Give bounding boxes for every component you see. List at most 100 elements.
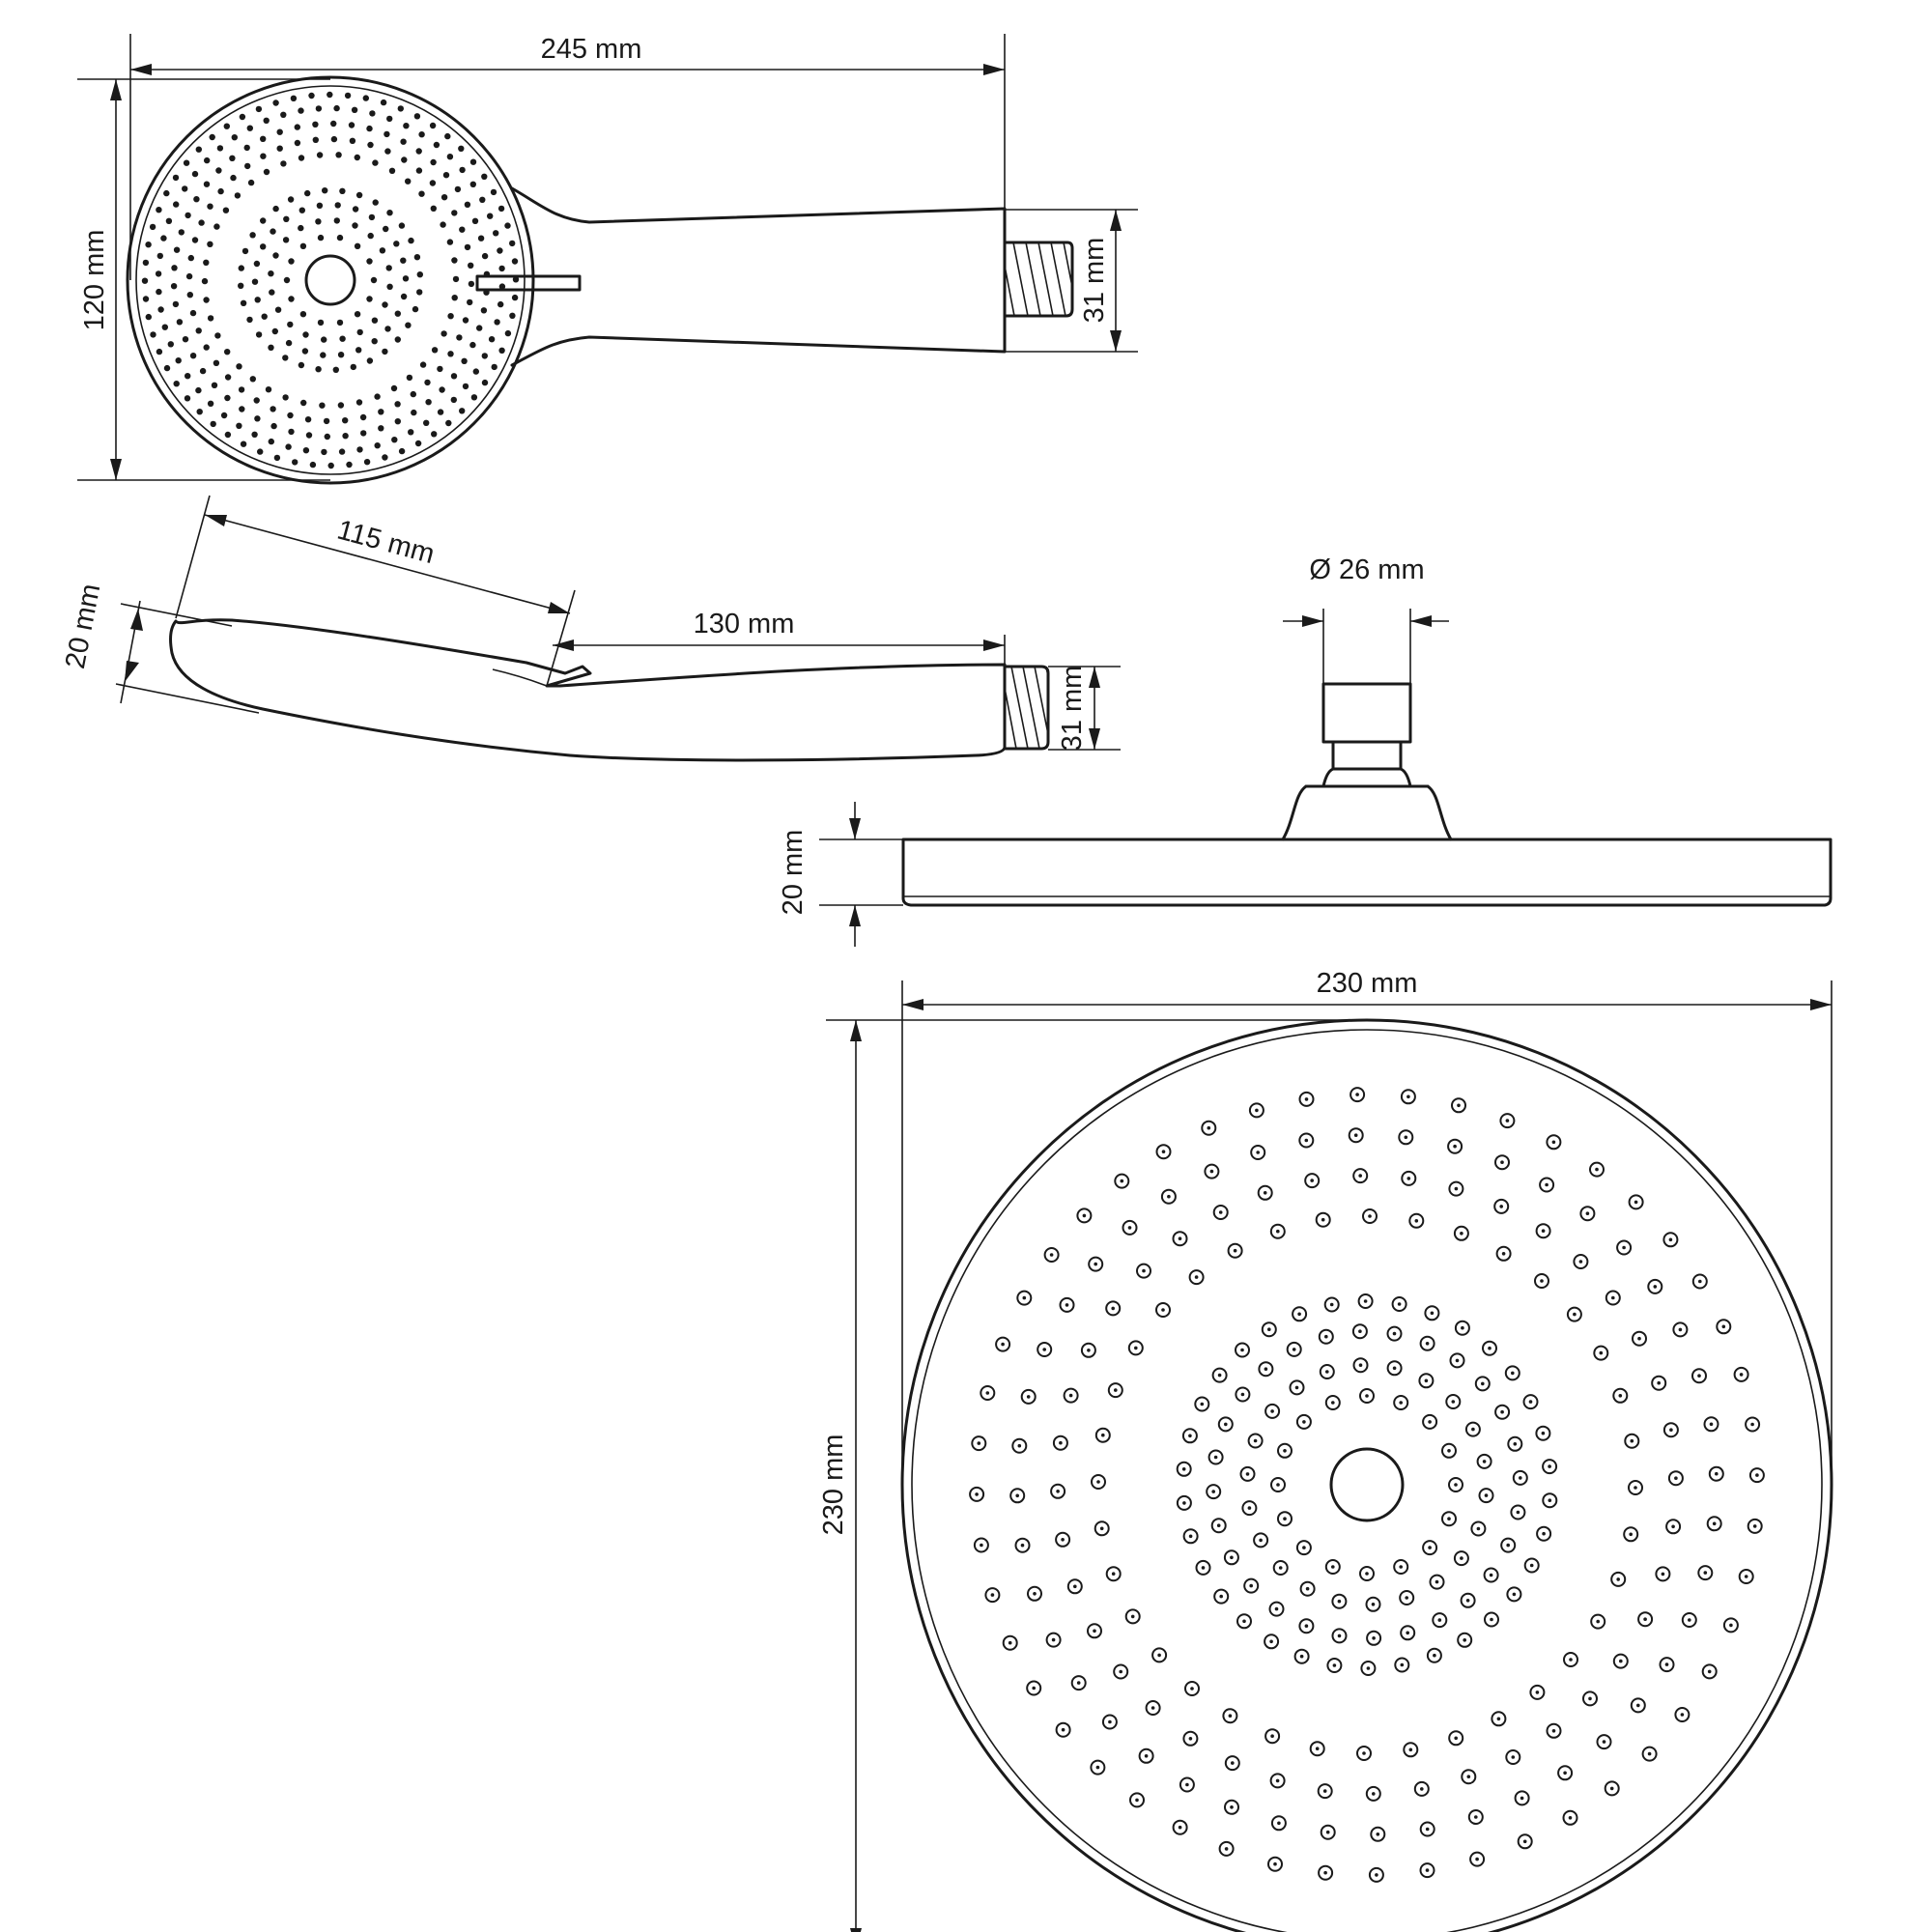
nozzle bbox=[469, 341, 476, 349]
nozzle bbox=[1596, 1734, 1612, 1750]
nozzle bbox=[145, 242, 152, 248]
nozzle bbox=[337, 352, 345, 358]
nozzle bbox=[199, 367, 207, 375]
nozzle bbox=[182, 185, 188, 192]
nozzle bbox=[189, 353, 197, 359]
nozzle bbox=[1212, 1205, 1229, 1220]
nozzle bbox=[405, 178, 412, 185]
nozzle bbox=[210, 420, 216, 428]
nozzle bbox=[173, 201, 180, 208]
nozzle bbox=[1217, 1416, 1234, 1433]
overhead-center-hole bbox=[1329, 1447, 1405, 1522]
nozzle bbox=[419, 361, 427, 368]
nozzle bbox=[1691, 1273, 1708, 1290]
nozzle bbox=[1210, 1518, 1227, 1534]
nozzle bbox=[1573, 1254, 1589, 1269]
nozzle bbox=[247, 179, 255, 186]
nozzle bbox=[1539, 1177, 1555, 1193]
nozzle bbox=[1604, 1780, 1620, 1797]
nozzle bbox=[332, 366, 339, 373]
nozzle bbox=[238, 282, 244, 289]
nozzle bbox=[382, 301, 388, 308]
nozzle bbox=[1236, 1613, 1252, 1630]
nozzle bbox=[1589, 1161, 1605, 1178]
nozzle bbox=[1612, 1653, 1629, 1669]
nozzle bbox=[1484, 1611, 1499, 1628]
nozzle bbox=[1087, 1623, 1102, 1639]
nozzle bbox=[213, 359, 220, 366]
nozzle bbox=[479, 196, 486, 203]
nozzle bbox=[255, 331, 263, 338]
nozzle bbox=[1365, 1785, 1381, 1802]
nozzle bbox=[481, 379, 489, 386]
nozzle bbox=[315, 218, 322, 225]
overhead-shower-side-view: Ø 26 mm 20 mm bbox=[778, 554, 1833, 947]
nozzle bbox=[1224, 1799, 1239, 1815]
nozzle bbox=[355, 399, 363, 406]
hand-shower-side-body bbox=[169, 618, 1007, 762]
nozzle bbox=[239, 406, 245, 412]
nozzle bbox=[1510, 1504, 1526, 1520]
nozzle bbox=[1227, 1242, 1243, 1259]
nozzle bbox=[1408, 1212, 1425, 1229]
nozzle bbox=[156, 348, 163, 355]
nozzle bbox=[1448, 1477, 1463, 1492]
nozzle bbox=[302, 331, 309, 338]
nozzle bbox=[1659, 1657, 1675, 1673]
nozzle bbox=[1454, 1320, 1470, 1336]
nozzle bbox=[1401, 1170, 1417, 1186]
nozzle bbox=[207, 315, 214, 322]
nozzle bbox=[203, 297, 210, 303]
nozzle bbox=[1253, 1532, 1269, 1548]
nozzle bbox=[481, 252, 489, 260]
nozzle bbox=[1350, 1087, 1366, 1103]
nozzle bbox=[1403, 1742, 1419, 1758]
nozzle bbox=[141, 277, 149, 284]
overhead-plate-side bbox=[901, 838, 1833, 907]
nozzle bbox=[446, 154, 454, 160]
nozzle bbox=[261, 313, 268, 320]
nozzle bbox=[477, 235, 485, 242]
nozzle bbox=[251, 278, 259, 285]
nozzle bbox=[312, 136, 319, 143]
nozzle bbox=[1264, 1728, 1281, 1745]
nozzle bbox=[349, 137, 356, 144]
nozzle bbox=[1076, 1208, 1093, 1224]
nozzle bbox=[304, 416, 312, 423]
nozzle bbox=[204, 156, 211, 164]
nozzle bbox=[1319, 1364, 1335, 1379]
nozzle bbox=[359, 413, 367, 421]
nozzle bbox=[386, 210, 393, 216]
nozzle bbox=[1070, 1675, 1087, 1691]
nozzle bbox=[444, 132, 451, 140]
nozzle bbox=[461, 357, 468, 364]
nozzle bbox=[348, 122, 355, 128]
nozzle bbox=[1641, 1746, 1658, 1762]
nozzle bbox=[470, 394, 478, 401]
nozzle bbox=[371, 317, 379, 324]
nozzle bbox=[472, 368, 479, 375]
nozzle bbox=[481, 353, 488, 359]
nozzle bbox=[1235, 1342, 1250, 1358]
swivel-joint bbox=[1281, 784, 1453, 841]
nozzle bbox=[1258, 1361, 1274, 1378]
nozzle bbox=[384, 148, 391, 155]
nozzle bbox=[1445, 1394, 1462, 1409]
nozzle bbox=[1628, 1480, 1643, 1495]
nozzle bbox=[260, 135, 267, 142]
nozzle bbox=[379, 247, 386, 254]
nozzle bbox=[1331, 1628, 1348, 1644]
nozzle bbox=[276, 128, 283, 135]
nozzle bbox=[191, 170, 199, 178]
nozzle bbox=[187, 254, 194, 262]
nozzle bbox=[1224, 1755, 1240, 1772]
nozzle bbox=[163, 189, 170, 197]
nozzle bbox=[1566, 1306, 1582, 1322]
nozzle bbox=[394, 336, 401, 343]
nozzle bbox=[366, 258, 373, 265]
nozzle bbox=[415, 148, 422, 155]
nozzle bbox=[1419, 1862, 1435, 1879]
dim-130: 130 mm bbox=[553, 609, 1006, 667]
nozzle bbox=[243, 144, 250, 152]
